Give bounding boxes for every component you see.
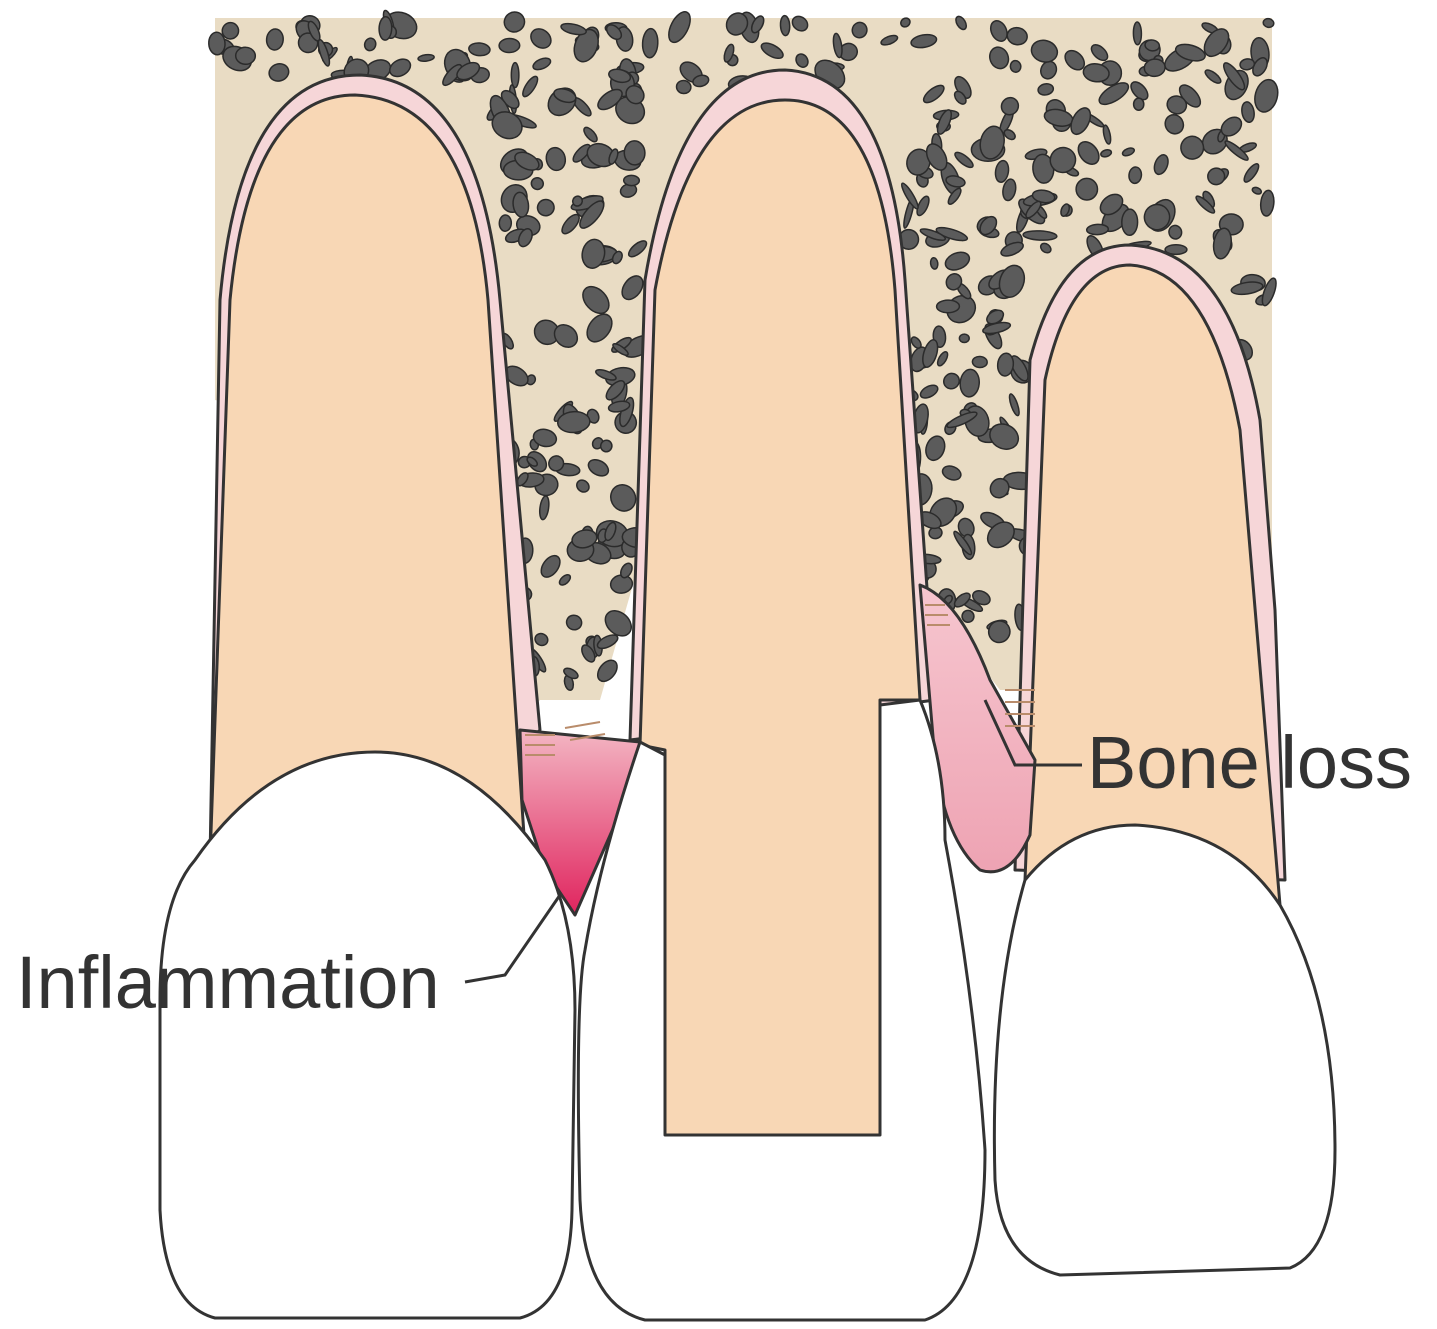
bone-pore (1076, 178, 1098, 200)
bone-pore (972, 356, 988, 368)
bone-pore (1122, 209, 1138, 235)
bone-pore (936, 300, 959, 313)
bone-pore (499, 38, 520, 52)
bone-pore (624, 140, 646, 165)
crown-left (160, 752, 575, 1318)
bone-pore (208, 32, 225, 55)
bone-pore (780, 15, 790, 35)
bone-pore (624, 175, 640, 185)
crown-right (994, 825, 1335, 1275)
bone-pore (1134, 98, 1144, 110)
root-middle (640, 100, 920, 1135)
bone-pore (379, 16, 392, 40)
bone-pore (511, 63, 519, 88)
bone-pore (959, 334, 969, 342)
bone-pore (499, 215, 512, 232)
bone-loss-label: Bone loss (1087, 721, 1412, 804)
bone-pore (1133, 22, 1141, 45)
bone-pore (1086, 224, 1108, 235)
bone-pore (235, 47, 255, 65)
inflammation-label: Inflammation (16, 941, 440, 1024)
